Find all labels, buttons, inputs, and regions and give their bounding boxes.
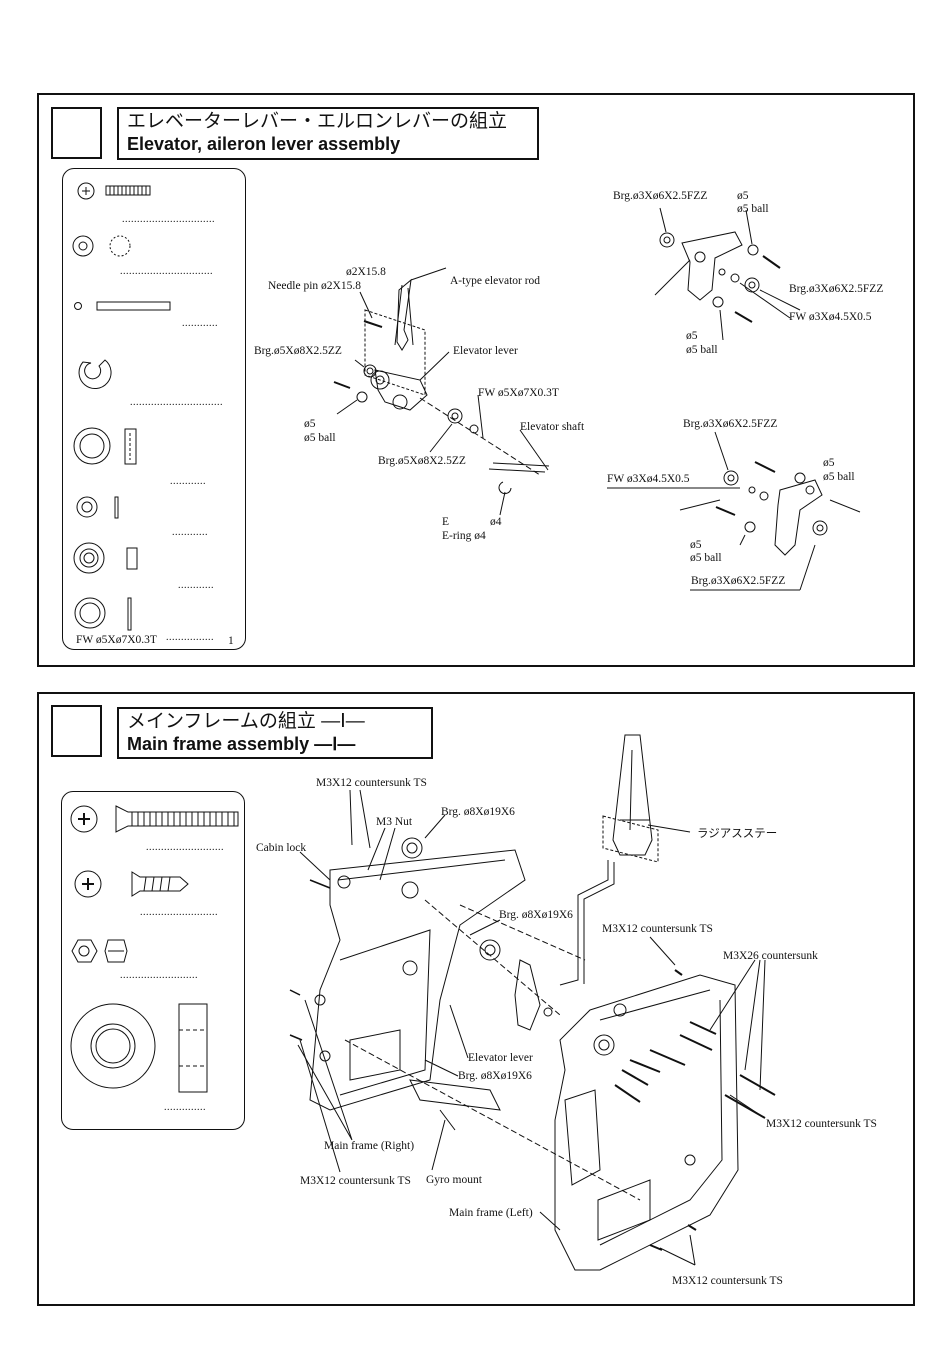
bearing-icon bbox=[73, 427, 111, 465]
section-main-frame bbox=[37, 692, 915, 1306]
label-brg-5x8-bottom: Brg.ø5Xø8X2.5ZZ bbox=[378, 455, 466, 467]
section-title: メインフレームの組立 ―Ⅰ― Main frame assembly ―Ⅰ― bbox=[117, 707, 433, 759]
screw-side-icon bbox=[105, 185, 151, 196]
label-e4: ø4 bbox=[490, 516, 502, 528]
label-a-type-rod: A-type elevator rod bbox=[450, 275, 541, 287]
parts-qty-dots: ............................... bbox=[122, 214, 215, 225]
title-english: Elevator, aileron lever assembly bbox=[127, 134, 401, 154]
pin-end-icon bbox=[74, 302, 82, 310]
label-ball-r-b: ø5 ball bbox=[823, 471, 855, 483]
parts-list bbox=[61, 791, 245, 1130]
countersunk-screw-icon bbox=[115, 805, 239, 833]
label-ball-b-a: ø5 bbox=[690, 539, 702, 551]
aileron-lever-bottom-drawing bbox=[607, 431, 861, 591]
label-gyro-mount: Gyro mount bbox=[426, 1174, 482, 1186]
label-ball-r-a: ø5 bbox=[823, 457, 835, 469]
label-main-frame-right: Main frame (Right) bbox=[324, 1140, 415, 1152]
parts-last-qty: 1 bbox=[228, 635, 234, 647]
parts-icons-section1 bbox=[72, 182, 171, 631]
label-ball-top-b: ø5 ball bbox=[737, 203, 769, 215]
nut-icon bbox=[71, 939, 98, 963]
label-radius-stay: ラジアスステー bbox=[697, 828, 778, 840]
label-ering: E-ring ø4 bbox=[442, 530, 486, 542]
parts-qty-dots: ............ bbox=[172, 527, 208, 538]
flanged-bearing-icon bbox=[73, 542, 105, 574]
thin-washer-icon bbox=[74, 597, 106, 629]
label-m3-nut: M3 Nut bbox=[376, 816, 413, 828]
parts-qty-dots: ............ bbox=[178, 580, 214, 591]
label-brg-8x19-mid: Brg. ø8Xø19X6 bbox=[499, 909, 573, 921]
step-number-box bbox=[51, 705, 102, 757]
label-m3x26: M3X26 countersunk bbox=[723, 950, 818, 962]
label-elevator-lever: Elevator lever bbox=[453, 345, 518, 357]
ball-icon bbox=[72, 235, 94, 257]
label-rod-size: ø2X15.8 bbox=[346, 266, 386, 278]
label-main-frame-left: Main frame (Left) bbox=[449, 1207, 533, 1219]
section-elevator-aileron bbox=[37, 93, 915, 667]
large-bearing-icon bbox=[70, 1003, 156, 1089]
label-m3x12-right: M3X12 countersunk TS bbox=[766, 1118, 877, 1130]
tapping-screw-icon bbox=[131, 871, 189, 897]
label-brg-8x19-low: Brg. ø8Xø19X6 bbox=[458, 1070, 532, 1082]
parts-qty-dots: .......................... bbox=[140, 907, 218, 918]
parts-icons-section2 bbox=[70, 805, 239, 1093]
label-ball-mid-b: ø5 ball bbox=[686, 344, 718, 356]
parts-qty-dots: ............................... bbox=[130, 397, 223, 408]
tapping-screw-head-icon bbox=[74, 870, 102, 898]
washer-icon bbox=[76, 496, 98, 518]
section-title: エレベーターレバー・エルロンレバーの組立 Elevator, aileron l… bbox=[117, 107, 539, 160]
label-fw3-right: FW ø3Xø4.5X0.5 bbox=[789, 311, 872, 323]
parts-last-label: FW ø5Xø7X0.3T bbox=[76, 634, 157, 646]
title-japanese: メインフレームの組立 ―Ⅰ― bbox=[127, 711, 365, 732]
pin-icon bbox=[96, 301, 171, 311]
label-elevator-shaft: Elevator shaft bbox=[520, 421, 585, 433]
label-brg3-mid: Brg.ø3Xø6X2.5FZZ bbox=[683, 418, 778, 430]
title-english: Main frame assembly ―Ⅰ― bbox=[127, 734, 356, 754]
label-brg-8x19-top: Brg. ø8Xø19X6 bbox=[441, 806, 515, 818]
title-japanese: エレベーターレバー・エルロンレバーの組立 bbox=[127, 111, 508, 132]
aileron-lever-top-drawing bbox=[654, 207, 801, 341]
e-ring-icon bbox=[78, 359, 112, 390]
label-m3x12-mid: M3X12 countersunk TS bbox=[602, 923, 713, 935]
parts-qty-dots: ............ bbox=[170, 476, 206, 487]
parts-qty-dots: .......................... bbox=[120, 970, 198, 981]
elevator-lever-drawing bbox=[333, 267, 550, 516]
label-brg3-right: Brg.ø3Xø6X2.5FZZ bbox=[789, 283, 884, 295]
label-fw3-left: FW ø3Xø4.5X0.5 bbox=[607, 473, 690, 485]
label-elevator-lever: Elevator lever bbox=[468, 1052, 533, 1064]
label-cabin-lock: Cabin lock bbox=[256, 842, 307, 854]
parts-last-dots: ................ bbox=[166, 632, 214, 643]
screw-head-icon bbox=[70, 805, 98, 833]
parts-list bbox=[62, 168, 246, 650]
label-needle-pin: Needle pin ø2X15.8 bbox=[268, 280, 361, 292]
label-m3x12-top: M3X12 countersunk TS bbox=[316, 777, 427, 789]
label-ball-size: ø5 bbox=[304, 418, 316, 430]
label-brg-5x8-top: Brg.ø5Xø8X2.5ZZ bbox=[254, 345, 342, 357]
label-ball-name: ø5 ball bbox=[304, 432, 336, 444]
label-brg3-bottom: Brg.ø3Xø6X2.5FZZ bbox=[691, 575, 786, 587]
screw-head-icon bbox=[77, 182, 95, 200]
label-m3x12-left: M3X12 countersunk TS bbox=[300, 1175, 411, 1187]
label-m3x12-bottom: M3X12 countersunk TS bbox=[672, 1275, 783, 1287]
label-e: E bbox=[442, 516, 450, 528]
label-ball-b-b: ø5 ball bbox=[690, 552, 722, 564]
label-ball-top-a: ø5 bbox=[737, 190, 749, 202]
main-frame-drawing bbox=[289, 734, 776, 1271]
label-ball-mid-a: ø5 bbox=[686, 330, 698, 342]
parts-qty-dots: .......................... bbox=[146, 842, 224, 853]
step-number-box bbox=[51, 107, 102, 159]
label-brg3-top: Brg.ø3Xø6X2.5FZZ bbox=[613, 190, 708, 202]
label-fw-5x7: FW ø5Xø7X0.3T bbox=[478, 387, 559, 399]
parts-qty-dots: ............ bbox=[182, 318, 218, 329]
parts-qty-dots: .............. bbox=[164, 1102, 206, 1113]
parts-qty-dots: ............................... bbox=[120, 266, 213, 277]
